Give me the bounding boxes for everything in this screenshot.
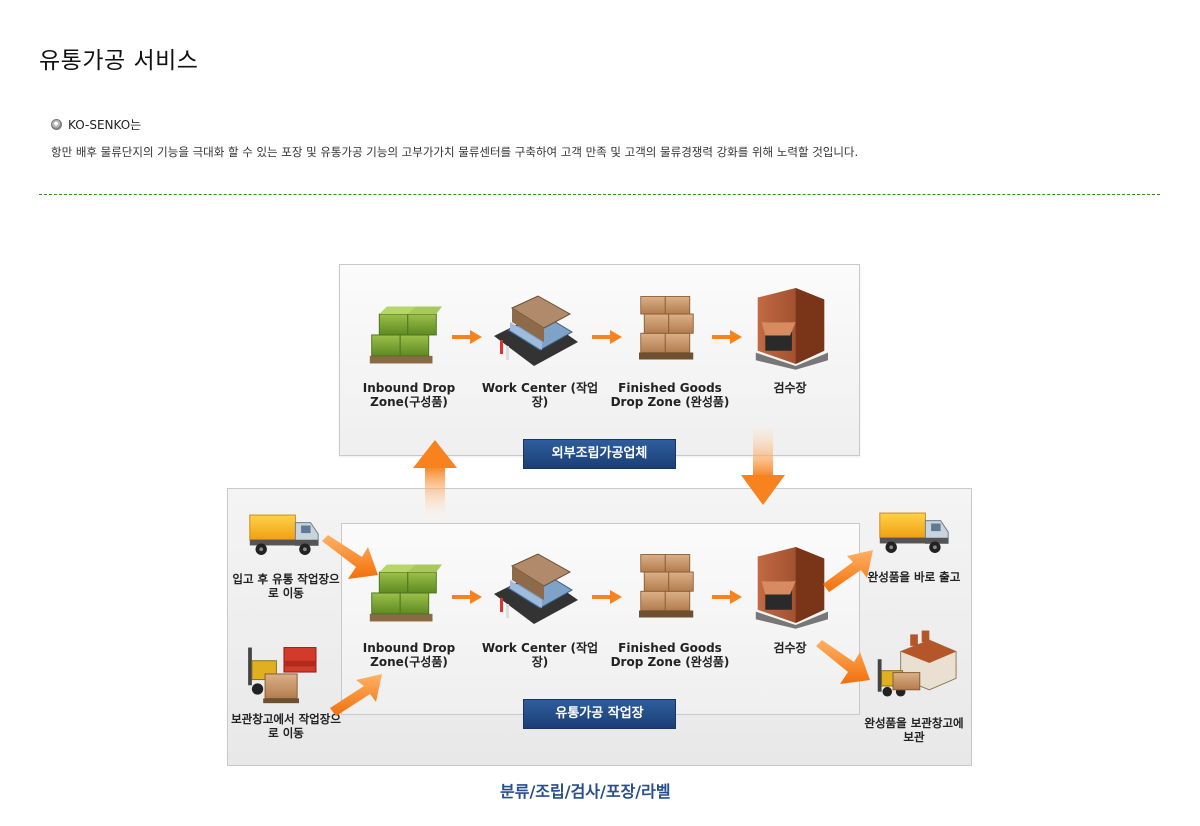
banner-external-assembly: 외부조립가공업체 [523, 439, 676, 469]
arrow-diagonal-up-icon [823, 550, 873, 592]
arrow-right-icon [592, 590, 622, 604]
input-label-direct: 입고 후 유통 작업장으로 이동 [232, 572, 340, 600]
step-label-work-center: Work Center (작업장) [481, 381, 599, 409]
pallet-brown-boxes-icon [632, 548, 702, 624]
truck-icon [246, 510, 322, 560]
inspection-building-icon [752, 543, 828, 629]
divider [39, 194, 1160, 195]
output-label-ship: 완성품을 바로 출고 [867, 570, 961, 584]
arrow-right-icon [452, 590, 482, 604]
step-label-finished-goods: Finished Goods Drop Zone (완성품) [610, 641, 730, 669]
step-label-inbound: Inbound Drop Zone(구성품) [362, 641, 456, 669]
truck-icon [876, 508, 952, 558]
arrow-diagonal-down-icon [322, 535, 378, 579]
banner-distribution-workplace: 유통가공 작업장 [523, 699, 676, 729]
arrow-diagonal-up-icon [330, 674, 382, 716]
arrow-down-icon [741, 425, 785, 505]
bullet-icon [51, 119, 62, 130]
pallet-brown-boxes-icon [632, 290, 702, 366]
intro-description: 항만 배후 물류단지의 기능을 극대화 할 수 있는 포장 및 유통가공 기능의… [51, 145, 859, 159]
input-label-storage: 보관창고에서 작업장으로 이동 [231, 712, 341, 740]
arrow-right-icon [712, 590, 742, 604]
arrow-right-icon [452, 330, 482, 344]
step-label-work-center: Work Center (작업장) [481, 641, 599, 669]
warehouse-forklift-icon [872, 628, 958, 700]
forklift-icon [240, 640, 326, 706]
inspection-building-icon [752, 284, 828, 370]
arrow-right-icon [592, 330, 622, 344]
step-label-inspection: 검수장 [773, 641, 807, 655]
intro-heading: KO-SENKO는 [51, 116, 141, 133]
step-label-inspection: 검수장 [773, 381, 807, 395]
pallet-green-boxes-icon [366, 300, 442, 368]
arrow-up-icon [413, 440, 457, 516]
step-label-inbound: Inbound Drop Zone(구성품) [362, 381, 456, 409]
page-title: 유통가공 서비스 [39, 48, 199, 75]
warehouse-icon [490, 292, 580, 372]
warehouse-icon [490, 550, 580, 630]
arrow-right-icon [712, 330, 742, 344]
diagram-caption: 분류/조립/검사/포장/라벨 [500, 782, 671, 801]
arrow-diagonal-down-icon [816, 640, 870, 684]
company-name: KO-SENKO는 [68, 118, 142, 132]
step-label-finished-goods: Finished Goods Drop Zone (완성품) [610, 381, 730, 409]
output-label-store: 완성품을 보관창고에 보관 [864, 716, 964, 744]
